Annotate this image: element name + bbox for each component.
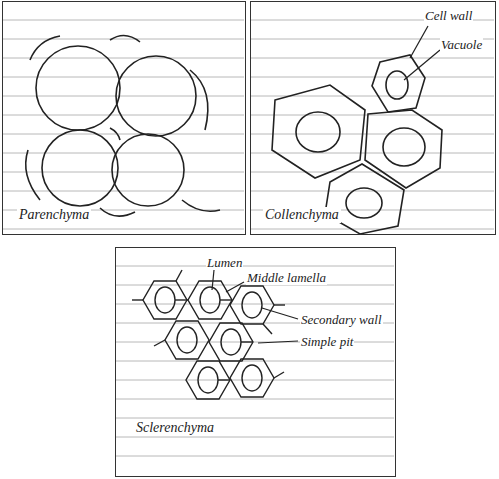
part-label: Middle lamella [246,270,327,285]
parenchyma-cells [26,35,220,216]
tissue-caption: Sclerenchyma [134,420,216,436]
ruled-lines [3,20,494,456]
part-label: Cell wall [424,8,473,23]
part-label: Secondary wall [300,312,383,327]
leader-lines [404,26,440,80]
parenchyma-panel: Parenchyma [2,1,246,235]
tissue-caption: Parenchyma [17,207,91,223]
tissue-caption: Collenchyma [263,207,341,223]
part-label: Lumen [206,255,243,270]
sclerenchyma-cells [132,270,285,399]
part-label: Vacuole [440,37,483,52]
part-label: Simple pit [300,334,354,349]
